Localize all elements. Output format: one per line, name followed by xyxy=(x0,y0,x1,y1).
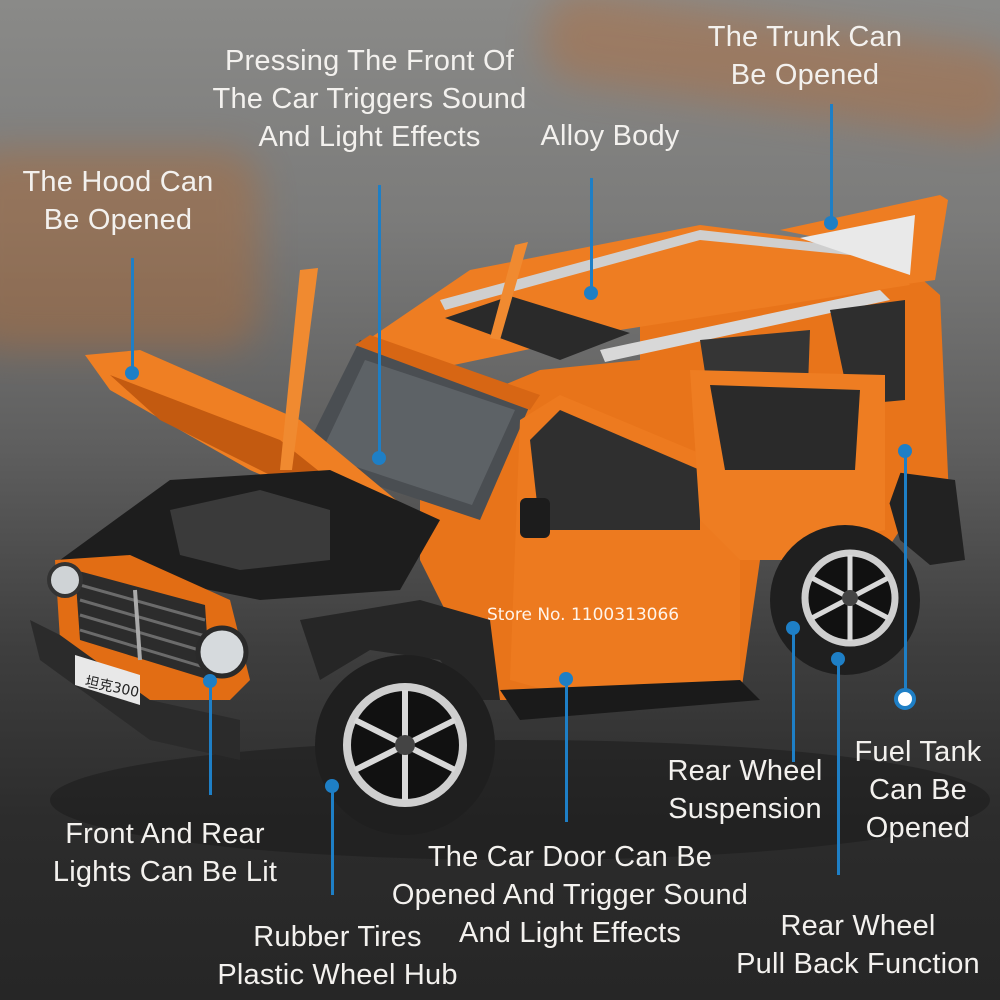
suspension-callout-dot xyxy=(786,621,800,635)
hood-callout-line xyxy=(131,258,134,372)
lights-callout-dot xyxy=(203,674,217,688)
door-callout-dot xyxy=(559,672,573,686)
front-press-callout-line xyxy=(378,185,381,457)
fuel-callout-line xyxy=(904,450,907,694)
callout-tires: Rubber Tires Plastic Wheel Hub xyxy=(217,921,458,991)
trunk-callout-line xyxy=(830,104,833,222)
pullback-callout-dot xyxy=(831,652,845,666)
callout-car-door: The Car Door Can Be Opened And Trigger S… xyxy=(391,841,749,949)
alloy-callout-dot xyxy=(584,286,598,300)
callout-front-press: Pressing The Front Of The Car Triggers S… xyxy=(212,45,527,153)
callout-hood: The Hood Can Be Opened xyxy=(22,166,214,236)
trunk-callout-dot xyxy=(824,216,838,230)
fuel-callout-end-dot xyxy=(894,688,916,710)
suspension-callout-line xyxy=(792,627,795,762)
door-callout-line xyxy=(565,678,568,822)
callout-fuel-tank: Fuel Tank Can Be Opened xyxy=(854,736,982,844)
front-press-callout-dot xyxy=(372,451,386,465)
hood-callout-dot xyxy=(125,366,139,380)
background-blur xyxy=(0,150,260,350)
alloy-callout-line xyxy=(590,178,593,292)
callout-alloy-body: Alloy Body xyxy=(540,120,680,152)
tires-callout-line xyxy=(331,785,334,895)
callout-lights: Front And Rear Lights Can Be Lit xyxy=(52,818,278,888)
store-number-watermark: Store No. 1100313066 xyxy=(487,605,680,625)
lights-callout-line xyxy=(209,680,212,795)
callout-rear-suspension: Rear Wheel Suspension xyxy=(667,755,823,825)
callout-trunk: The Trunk Can Be Opened xyxy=(707,21,903,91)
callout-pull-back: Rear Wheel Pull Back Function xyxy=(736,910,980,980)
fuel-callout-dot xyxy=(898,444,912,458)
pullback-callout-line xyxy=(837,658,840,875)
tires-callout-dot xyxy=(325,779,339,793)
